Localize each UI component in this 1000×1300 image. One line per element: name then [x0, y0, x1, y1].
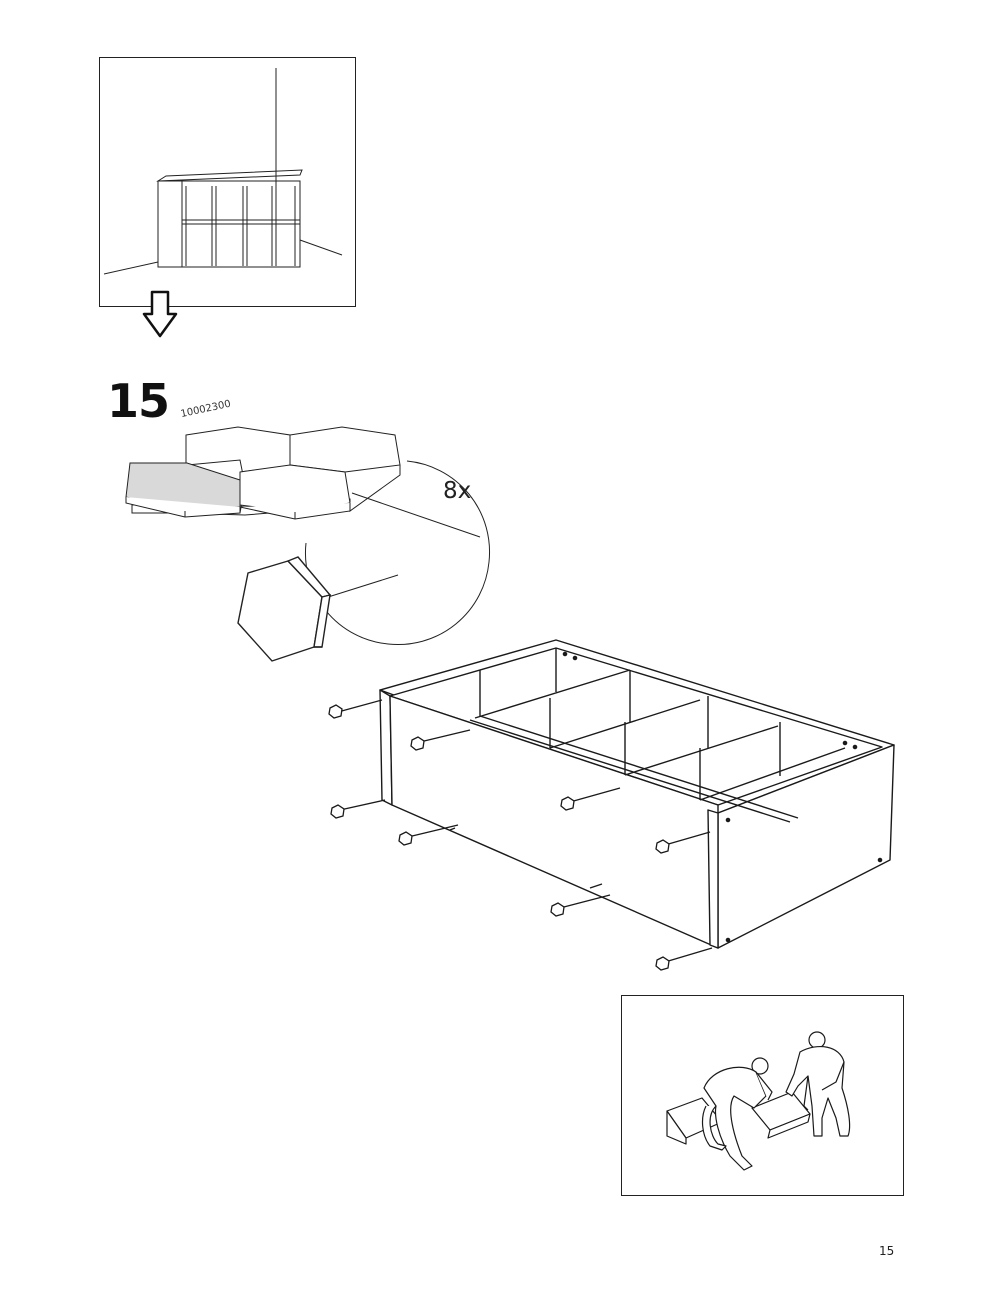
overview-frame [99, 57, 356, 307]
tip-frame [621, 995, 904, 1196]
down-arrow-icon [140, 290, 180, 340]
two-people-lifting-illustration [666, 1031, 851, 1171]
shelf-unit-in-room-illustration [103, 68, 343, 275]
quantity-label: 8x [443, 478, 472, 504]
part-illustration [120, 415, 500, 665]
page-number: 15 [879, 1244, 895, 1258]
shelf-frame-lying-down-illustration [320, 630, 900, 980]
hexagon-plug-part-icon [125, 426, 401, 520]
step-number: 15 [107, 374, 170, 428]
